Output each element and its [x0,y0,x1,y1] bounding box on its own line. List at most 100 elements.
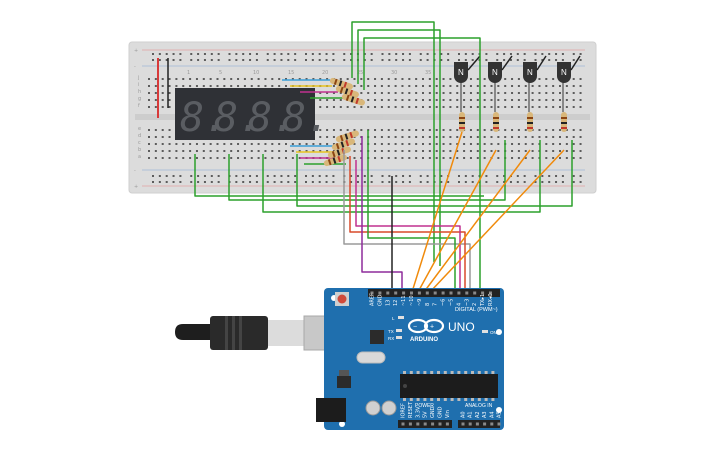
breadboard-hole[interactable] [476,129,479,131]
breadboard-hole[interactable] [559,106,561,108]
breadboard-hole[interactable] [415,106,418,108]
breadboard-hole[interactable] [458,175,460,177]
breadboard-hole[interactable] [154,78,157,80]
breadboard-hole[interactable] [154,150,157,152]
breadboard-hole[interactable] [456,92,459,94]
breadboard-hole[interactable] [243,78,246,80]
breadboard-hole[interactable] [235,59,238,61]
breadboard-hole[interactable] [280,175,283,177]
breadboard-hole[interactable] [483,136,486,138]
breadboard-hole[interactable] [305,53,307,55]
analog-pin-hole[interactable] [475,422,479,426]
breadboard-hole[interactable] [401,78,404,80]
breadboard-hole[interactable] [401,150,404,152]
breadboard-hole[interactable] [538,136,541,138]
breadboard-hole[interactable] [319,106,322,108]
breadboard-hole[interactable] [271,78,274,80]
breadboard-hole[interactable] [401,143,404,145]
breadboard-hole[interactable] [408,157,411,159]
breadboard-hole[interactable] [161,150,164,152]
breadboard-hole[interactable] [339,92,342,94]
breadboard-hole[interactable] [541,53,544,55]
breadboard-hole[interactable] [237,143,240,145]
breadboard-hole[interactable] [395,181,398,183]
breadboard-hole[interactable] [509,181,512,183]
breadboard-hole[interactable] [312,143,315,145]
breadboard-hole[interactable] [490,106,493,108]
breadboard-hole[interactable] [367,85,370,87]
breadboard-hole[interactable] [154,106,157,108]
breadboard-hole[interactable] [476,99,479,101]
breadboard-hole[interactable] [517,92,520,94]
breadboard-hole[interactable] [579,53,582,55]
wire-magenta[interactable] [355,160,461,290]
breadboard-hole[interactable] [189,157,192,159]
breadboard-hole[interactable] [517,136,520,138]
breadboard-hole[interactable] [579,175,582,177]
breadboard-hole[interactable] [517,157,520,159]
breadboard-hole[interactable] [350,53,353,55]
breadboard-hole[interactable] [380,85,383,87]
breadboard-hole[interactable] [280,53,283,55]
breadboard-hole[interactable] [531,143,534,145]
breadboard-hole[interactable] [440,53,443,55]
breadboard-hole[interactable] [545,150,548,152]
breadboard-hole[interactable] [511,92,514,94]
breadboard-hole[interactable] [230,157,233,159]
breadboard-hole[interactable] [509,53,512,55]
breadboard-hole[interactable] [242,59,245,61]
breadboard-hole[interactable] [572,136,575,138]
breadboard-hole[interactable] [158,175,161,177]
breadboard-hole[interactable] [210,181,213,183]
breadboard-hole[interactable] [545,99,548,101]
breadboard-hole[interactable] [237,78,240,80]
breadboard-hole[interactable] [394,106,397,108]
breadboard-hole[interactable] [249,181,252,183]
breadboard-hole[interactable] [408,181,411,183]
breadboard-hole[interactable] [380,106,383,108]
breadboard-hole[interactable] [538,129,541,131]
breadboard-hole[interactable] [442,150,445,152]
breadboard-hole[interactable] [380,150,383,152]
breadboard-hole[interactable] [504,85,507,87]
breadboard-hole[interactable] [464,59,467,61]
breadboard-hole[interactable] [280,181,283,183]
breadboard-hole[interactable] [325,181,328,183]
breadboard-hole[interactable] [476,136,479,138]
breadboard-hole[interactable] [476,150,479,152]
breadboard-hole[interactable] [161,106,164,108]
resistor-1[interactable] [329,77,354,90]
breadboard-hole[interactable] [449,129,452,131]
breadboard-hole[interactable] [195,143,198,145]
breadboard-hole[interactable] [561,175,564,177]
breadboard-hole[interactable] [168,143,171,145]
breadboard-hole[interactable] [168,157,171,159]
breadboard-hole[interactable] [476,92,479,94]
resistor-3[interactable] [341,93,366,106]
breadboard-hole[interactable] [476,78,479,80]
breadboard-hole[interactable] [469,143,472,145]
breadboard-hole[interactable] [449,85,452,87]
breadboard-hole[interactable] [305,59,307,61]
breadboard-hole[interactable] [217,175,220,177]
analog-header[interactable] [458,420,500,428]
breadboard-hole[interactable] [165,59,168,61]
breadboard-hole[interactable] [319,129,322,131]
breadboard-hole[interactable] [235,53,238,55]
breadboard-hole[interactable] [230,150,233,152]
breadboard-hole[interactable] [319,143,322,145]
breadboard-hole[interactable] [552,129,555,131]
breadboard-hole[interactable] [190,53,193,55]
breadboard-hole[interactable] [250,150,253,152]
breadboard-hole[interactable] [190,59,193,61]
breadboard-hole[interactable] [161,157,164,159]
breadboard-hole[interactable] [531,92,534,94]
breadboard-hole[interactable] [250,157,253,159]
breadboard-hole[interactable] [561,181,564,183]
breadboard-hole[interactable] [257,85,260,87]
breadboard-hole[interactable] [168,150,171,152]
breadboard-hole[interactable] [332,53,335,55]
